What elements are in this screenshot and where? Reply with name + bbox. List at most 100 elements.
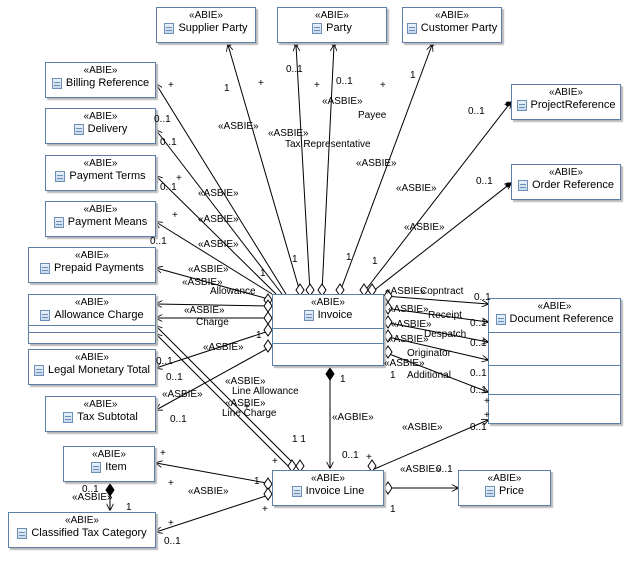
invoice-to-prepaid-payments — [156, 268, 273, 301]
delivery-class[interactable]: «ABIE» Delivery — [45, 108, 156, 144]
additional-role: Additional — [407, 370, 451, 381]
stereotype-label: «ABIE» — [83, 65, 118, 76]
tax-subtotal-class[interactable]: «ABIE» Tax Subtotal — [45, 396, 156, 432]
stereotype-label: «ABIE» — [83, 158, 118, 169]
price-class[interactable]: «ABIE» Price — [458, 470, 551, 506]
multiplicity: + — [484, 410, 490, 421]
multiplicity: + — [160, 448, 166, 459]
prepaid-payments-class[interactable]: «ABIE» Prepaid Payments — [28, 247, 156, 283]
class-name: Item — [105, 461, 127, 473]
multiplicity: 0..1 — [170, 414, 187, 425]
class-icon — [91, 462, 102, 473]
multiplicity: 0..1 — [336, 76, 353, 87]
party-class[interactable]: «ABIE» Party — [277, 7, 387, 43]
invoice-to-party-tax-rep — [296, 45, 311, 293]
multiplicity: + — [168, 518, 174, 529]
class-name: Invoice — [317, 309, 353, 321]
asbie-label: «ASBIE» — [322, 96, 363, 107]
payment-means-class[interactable]: «ABIE» Payment Means — [45, 201, 156, 237]
invoice-to-doc-ref-despatch — [383, 321, 488, 342]
class-name: Customer Party — [420, 22, 498, 34]
multiplicity: + — [366, 452, 372, 463]
class-name: Allowance Charge — [54, 309, 144, 321]
stereotype-label: «ABIE» — [189, 10, 223, 21]
payee-role: Payee — [358, 110, 387, 121]
invoice-to-customer-party — [339, 45, 432, 293]
asbie-label: «ASBIE» — [188, 264, 229, 275]
class-name: Tax Subtotal — [77, 411, 138, 423]
invoice-line-to-tax-category — [156, 493, 273, 532]
asbie-label: «ASBIE» — [198, 188, 239, 199]
classified-tax-category-class[interactable]: «ABIE» Classified Tax Category — [8, 512, 156, 548]
multiplicity: 0..1 — [154, 114, 171, 125]
class-icon — [518, 180, 529, 191]
receipt-role: Receipt — [428, 310, 462, 321]
allowance-charge-class[interactable]: «ABIE» Allowance Charge — [28, 294, 156, 344]
stereotype-label: «ABIE» — [311, 297, 345, 308]
multiplicity: 0..1 — [436, 464, 453, 475]
asbie-label: «ASBIE» — [356, 158, 397, 169]
multiplicity: 1 1 — [292, 434, 306, 445]
invoice-to-supplier-party — [228, 45, 301, 293]
allowance-role: Allowance — [210, 286, 256, 297]
invoice-to-delivery — [156, 130, 283, 295]
asbie-label: «ASBIE» — [402, 422, 443, 433]
class-icon — [17, 528, 28, 539]
multiplicity: 0..1 — [342, 450, 359, 461]
aggregation-diamond — [383, 481, 393, 495]
invoice-to-party-payee — [321, 45, 334, 293]
class-icon — [55, 171, 66, 182]
tax-representative-role: Tax Representative — [285, 139, 371, 150]
class-name: ProjectReference — [530, 99, 616, 111]
invoice-line-class[interactable]: «ABIE» Invoice Line — [272, 470, 384, 506]
asbie-label: «ASBIE» — [268, 128, 309, 139]
project-reference-class[interactable]: «ABIE» ProjectReference — [511, 84, 621, 120]
class-icon — [73, 124, 84, 135]
invoice-line-to-item — [156, 463, 273, 485]
class-name: Delivery — [87, 123, 128, 135]
legal-monetary-total-class[interactable]: «ABIE» Legal Monetary Total — [28, 349, 156, 385]
class-icon — [303, 310, 314, 321]
composition-diamond — [105, 483, 115, 497]
class-icon — [40, 263, 51, 274]
invoice-to-payment-terms — [156, 176, 277, 295]
aggregation-diamond — [383, 329, 393, 343]
despatch-role: Despatch — [424, 329, 467, 340]
multiplicity: 1 — [410, 70, 416, 81]
multiplicity: 0..1 — [160, 137, 177, 148]
multiplicity: 0..1 — [474, 292, 491, 303]
multiplicity: 1 — [126, 502, 132, 513]
billing-reference-class[interactable]: «ABIE» Billing Reference — [45, 62, 156, 98]
invoice-line-to-allowance-charge-2 — [156, 334, 293, 471]
class-name: Prepaid Payments — [54, 262, 144, 274]
multiplicity: 0..1 — [164, 536, 181, 547]
asbie-label: «ASBIE» — [72, 492, 113, 503]
invoice-class[interactable]: «ABIE» Invoice — [272, 294, 384, 366]
document-reference-class[interactable]: «ABIE» Document Reference — [488, 298, 621, 424]
invoice-to-billing-reference — [156, 84, 287, 295]
stereotype-label: «ABIE» — [487, 473, 522, 484]
multiplicity: 0..1 — [166, 372, 183, 383]
stereotype-label: «ABIE» — [75, 352, 109, 363]
payment-terms-class[interactable]: «ABIE» Payment Terms — [45, 155, 156, 191]
multiplicity: 0..1 — [470, 338, 487, 349]
asbie-label: «ASBIE» — [396, 183, 437, 194]
multiplicity: 0..1 — [470, 368, 487, 379]
item-class[interactable]: «ABIE» Item — [63, 446, 155, 482]
multiplicity: 1 — [340, 374, 346, 385]
stereotype-label: «ABIE» — [549, 167, 583, 178]
multiplicity: 0..1 — [470, 385, 487, 396]
multiplicity: + — [380, 80, 386, 91]
invoice-to-doc-ref-contract — [383, 295, 488, 304]
supplier-party-class[interactable]: «ABIE» Supplier Party — [156, 7, 256, 43]
order-reference-class[interactable]: «ABIE» Order Reference — [511, 164, 621, 200]
navigability-dot — [505, 182, 511, 188]
copntract-role: Copntract — [420, 286, 464, 297]
navigability-dot — [505, 101, 511, 107]
customer-party-class[interactable]: «ABIE» Customer Party — [402, 7, 502, 43]
class-icon — [164, 23, 175, 34]
multiplicity: + — [484, 396, 490, 407]
class-name: Document Reference — [509, 313, 614, 325]
multiplicity: 1 — [224, 83, 230, 94]
class-icon — [40, 310, 51, 321]
